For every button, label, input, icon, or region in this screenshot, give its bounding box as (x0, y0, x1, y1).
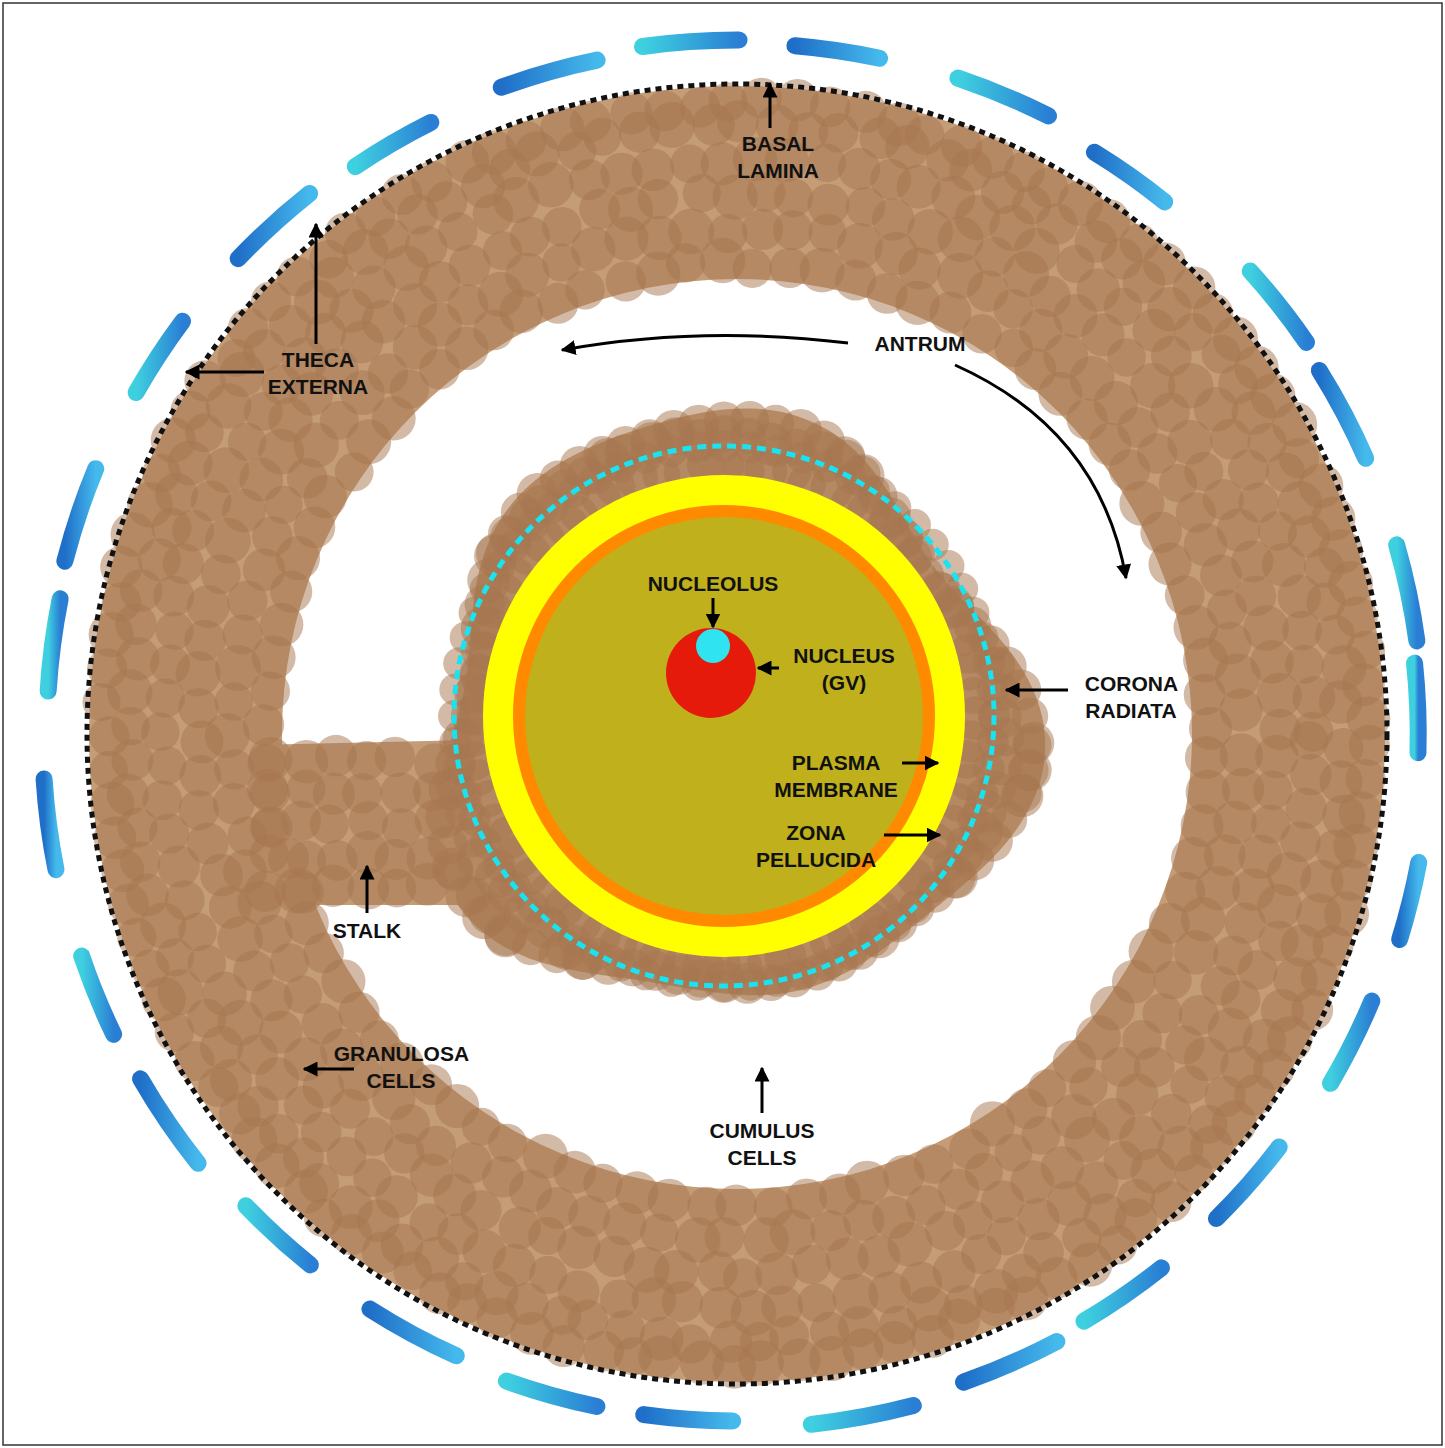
leader-arrow (955, 365, 1126, 578)
theca-cell (642, 40, 739, 46)
oocyte (519, 511, 929, 921)
theca-cell (140, 1079, 198, 1163)
cell (668, 208, 714, 254)
nucleus (666, 628, 756, 718)
theca-cell (1397, 545, 1417, 641)
part-label: CUMULUS CELLS (710, 1117, 815, 1171)
theca-cell (1330, 1001, 1371, 1083)
cell (247, 769, 288, 810)
theca-cell (501, 60, 597, 87)
leader-arrow (902, 762, 938, 765)
part-label: STALK (333, 917, 401, 944)
cell (708, 214, 747, 253)
theca-cell (964, 1341, 1057, 1382)
cell (698, 1251, 738, 1291)
leader-arrow (366, 866, 369, 913)
theca-cell (1415, 663, 1419, 753)
cell (680, 1340, 724, 1384)
theca-cell (1250, 271, 1306, 342)
cell (640, 1214, 678, 1252)
part-label: GRANULOSA CELLS (334, 1040, 469, 1094)
leader-arrow (758, 667, 779, 670)
cell (542, 207, 582, 247)
cell (89, 716, 129, 756)
granulosa-layer (89, 86, 1385, 1382)
cell (156, 612, 194, 650)
cell (250, 834, 289, 873)
leader-lines (186, 84, 1126, 1113)
theca-cell (48, 599, 60, 691)
part-label: BASAL LAMINA (737, 130, 819, 184)
leader-arrow (562, 335, 848, 350)
leader-arrow (884, 834, 940, 837)
cell (499, 1207, 541, 1249)
theca-cell (644, 1415, 733, 1421)
cell (1347, 696, 1391, 740)
cell (778, 1339, 821, 1382)
cell (774, 178, 813, 217)
zona-pellucida (483, 475, 965, 957)
theca-cell (44, 779, 56, 870)
theca-cell (1400, 862, 1419, 939)
part-label: NUCLEOLUS (648, 570, 779, 597)
cumulus-mass (435, 408, 1045, 995)
theca-cell (506, 1381, 597, 1406)
theca-cell (136, 321, 183, 392)
cell (733, 249, 772, 288)
cell (148, 747, 186, 785)
cell (1220, 689, 1263, 732)
part-label: NUCLEUS (GV) (793, 642, 895, 696)
theca-cell (82, 956, 114, 1034)
theca-externa-cells (44, 40, 1419, 1424)
leader-arrow (304, 1068, 354, 1071)
theca-cell (795, 46, 880, 58)
part-label: THECA EXTERNA (268, 346, 368, 400)
part-label: CORONA RADIATA (1085, 670, 1178, 724)
cell (826, 1237, 869, 1280)
part-label: ANTRUM (875, 330, 966, 357)
leader-arrow (769, 84, 772, 128)
cell (102, 582, 141, 621)
cell (310, 805, 349, 844)
cell (570, 101, 611, 142)
cell (976, 1288, 1014, 1326)
cell (90, 751, 128, 789)
theca-cell (1094, 152, 1164, 202)
theca-cell (65, 469, 96, 562)
cell-texture (82, 78, 1390, 1389)
theca-cell (811, 1406, 913, 1425)
leader-arrow (1006, 689, 1068, 692)
cell (375, 737, 415, 777)
leader-arrow (761, 1068, 764, 1113)
frame (3, 3, 1442, 1445)
cell (146, 679, 185, 718)
leader-arrow (315, 224, 318, 344)
cell (245, 870, 287, 912)
leader-arrow (186, 371, 264, 374)
leader-arrow (712, 598, 715, 627)
cell (905, 115, 944, 154)
nucleolus (696, 629, 730, 663)
corona-boundary (454, 446, 994, 986)
part-label: PLASMA MEMBRANE (774, 749, 898, 803)
cell (632, 148, 675, 191)
cell (808, 184, 850, 226)
theca-cell (958, 78, 1049, 116)
theca-cell (355, 122, 431, 166)
theca-cell (238, 193, 309, 258)
part-label: ZONA PELLUCIDA (756, 819, 876, 873)
cell (644, 90, 685, 131)
basal-lamina (87, 84, 1387, 1384)
theca-cell (1319, 371, 1365, 459)
